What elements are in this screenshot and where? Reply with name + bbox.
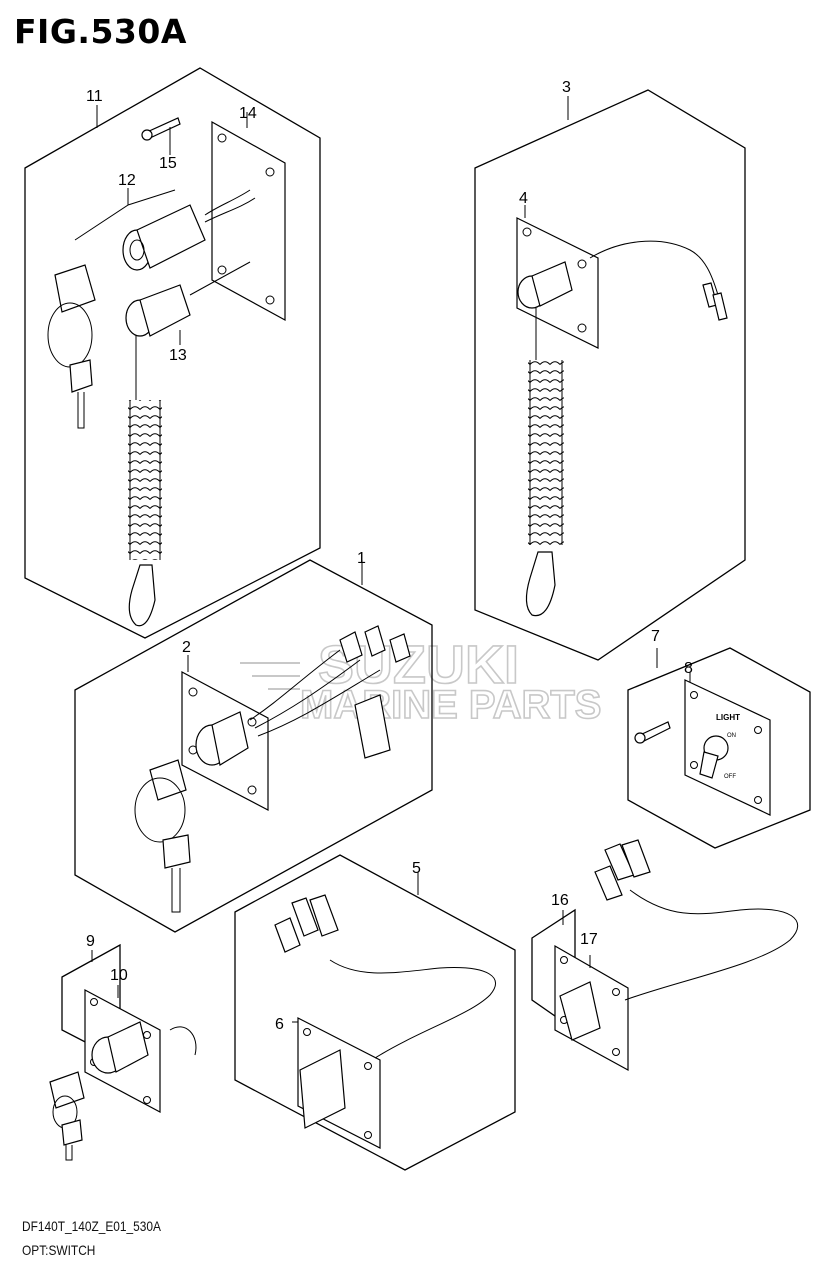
callout-3: 3 <box>562 79 571 96</box>
callout-12: 12 <box>118 172 136 189</box>
clip-icon <box>128 564 156 627</box>
callout-1: 1 <box>357 550 366 567</box>
key-icon <box>54 264 96 313</box>
callout-9: 9 <box>86 933 95 950</box>
on-label: ON <box>727 733 736 739</box>
rocker-switch <box>299 1049 346 1129</box>
assembly-5-frame <box>234 854 516 1171</box>
assembly-7-frame <box>627 647 811 849</box>
assembly-1-frame <box>74 559 433 933</box>
callout-14: 14 <box>239 105 257 122</box>
callout-17: 17 <box>580 931 598 948</box>
assembly-1 <box>74 559 433 933</box>
assembly-3 <box>474 89 746 661</box>
callout-5: 5 <box>412 860 421 877</box>
coil-cord <box>128 400 162 560</box>
assembly-9 <box>49 943 197 1161</box>
assembly-7: LIGHT ON OFF <box>627 647 811 849</box>
callout-16: 16 <box>551 892 569 909</box>
assembly-16 <box>531 839 799 1072</box>
callout-7: 7 <box>651 628 660 645</box>
assembly-11-frame <box>24 67 321 639</box>
callout-13: 13 <box>169 347 187 364</box>
callout-4: 4 <box>519 190 528 207</box>
rocker-switch <box>559 981 601 1041</box>
watermark-subtitle: MARINE PARTS <box>300 683 601 727</box>
figure-title: FIG.530A <box>14 12 187 51</box>
callout-6: 6 <box>275 1016 284 1033</box>
watermark: SUZUKI MARINE PARTS <box>240 634 602 728</box>
callout-2: 2 <box>182 639 191 656</box>
callout-11: 11 <box>86 88 103 105</box>
coil-cord <box>528 360 564 545</box>
footer-model-code: DF140T_140Z_E01_530A <box>22 1218 161 1234</box>
off-label: OFF <box>724 774 736 780</box>
footer-section-name: OPT:SWITCH <box>22 1242 96 1258</box>
assembly-11 <box>24 67 321 639</box>
callout-8: 8 <box>684 660 693 677</box>
clip-icon <box>525 551 556 617</box>
callout-15: 15 <box>159 155 177 172</box>
callouts: 11 14 15 12 13 3 4 1 2 7 8 5 16 17 9 10 … <box>86 79 693 1033</box>
assembly-3-frame <box>474 89 746 661</box>
light-label: LIGHT <box>716 713 740 722</box>
assembly-5 <box>234 854 516 1171</box>
callout-10: 10 <box>110 967 128 984</box>
mount-plate <box>211 120 286 322</box>
